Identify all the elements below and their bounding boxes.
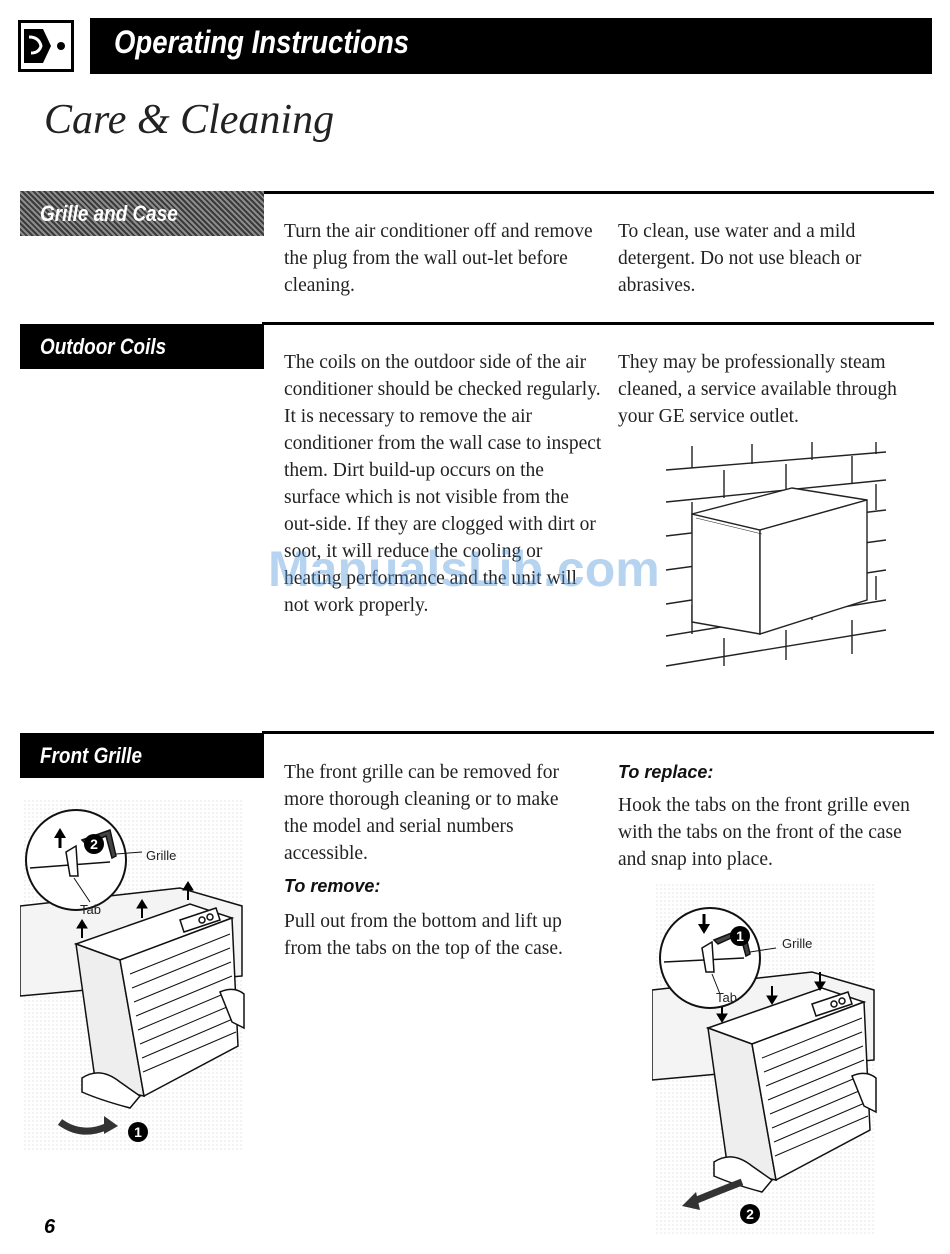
front-grille-intro: The front grille can be removed for more… — [284, 762, 560, 864]
outdoor-coils-text-2: They may be professionally steam cleaned… — [618, 352, 897, 427]
page-title: Care & Cleaning — [44, 97, 335, 143]
step-2-badge — [84, 834, 104, 854]
grille-callout: Grille — [782, 936, 812, 951]
step-number: 2 — [746, 1206, 754, 1222]
page-number: 6 — [44, 1216, 56, 1238]
tab-callout: Tab — [80, 902, 101, 917]
header-title: Operating Instructions — [114, 24, 410, 60]
grille-case-text-2: To clean, use water and a mild detergent… — [618, 221, 862, 296]
outdoor-coils-text-1: The coils on the outdoor side of the air… — [284, 352, 602, 616]
section-rule — [262, 191, 934, 194]
replace-text: Hook the tabs on the front grille even w… — [618, 795, 910, 870]
wall-unit-illustration — [665, 442, 887, 667]
grille-case-text-1: Turn the air conditioner off and remove … — [284, 221, 593, 296]
section-rule — [262, 731, 934, 734]
remove-text: Pull out from the bottom and lift up fro… — [284, 911, 563, 959]
remove-heading: To remove: — [284, 876, 381, 896]
grille-callout: Grille — [146, 848, 176, 863]
section-label-front-grille: Front Grille — [20, 733, 264, 778]
tab-callout: Tab — [716, 990, 737, 1005]
section-rule — [262, 322, 934, 325]
replace-heading: To replace: — [618, 762, 714, 782]
step-number: 1 — [134, 1124, 142, 1140]
section-label-outdoor-coils: Outdoor Coils — [20, 324, 264, 369]
header-bar: Operating Instructions — [90, 18, 932, 74]
watermark: ManualsLib.com — [268, 541, 660, 597]
section-label-grille-case: Grille and Case — [20, 191, 264, 236]
remove-grille-illustration: 2 Grille Tab 1 — [20, 800, 245, 1152]
replace-grille-illustration: 1 Grille Tab 2 — [652, 884, 877, 1234]
logo — [18, 20, 74, 72]
document-arrow-icon — [24, 29, 65, 63]
step-number: 1 — [736, 928, 744, 944]
step-number: 2 — [90, 836, 98, 852]
